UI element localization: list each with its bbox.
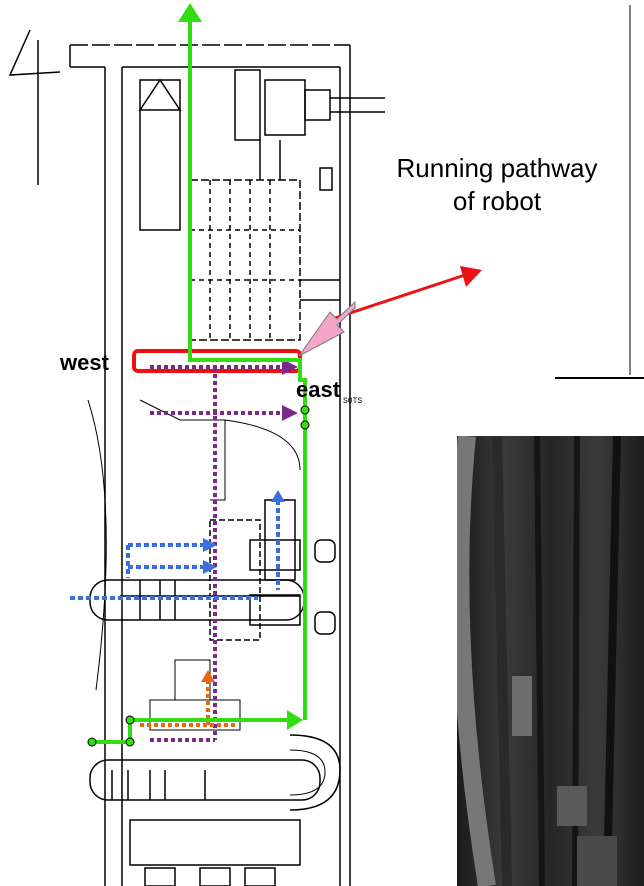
blue-arrowhead-up [271,490,285,502]
callout-arrow [298,300,356,357]
orange-route [140,680,235,727]
sots-label: SOTS [343,397,363,406]
green-arrowhead-right [287,710,303,730]
blue-arrowhead-upper [203,538,217,552]
handwritten-four [8,29,61,185]
green-arrowhead-top [178,3,202,22]
annotation-title: Running pathway of robot [396,153,598,216]
inspection-photo [457,436,644,886]
west-label: west [60,350,109,375]
purple-arrowhead-upper [282,359,298,375]
photo-texture [457,436,621,886]
purple-route [150,365,290,742]
blue-arrowhead-lower [203,560,217,574]
pointer-arrow [334,266,482,320]
purple-arrowhead-lower [282,405,298,421]
blue-route [70,500,280,600]
orange-arrowhead [201,670,215,682]
path-nodes [87,405,310,747]
east-label: east [296,377,341,402]
robot-path [92,8,307,744]
neighbor-drawing [555,5,644,379]
building-outline [69,44,385,886]
